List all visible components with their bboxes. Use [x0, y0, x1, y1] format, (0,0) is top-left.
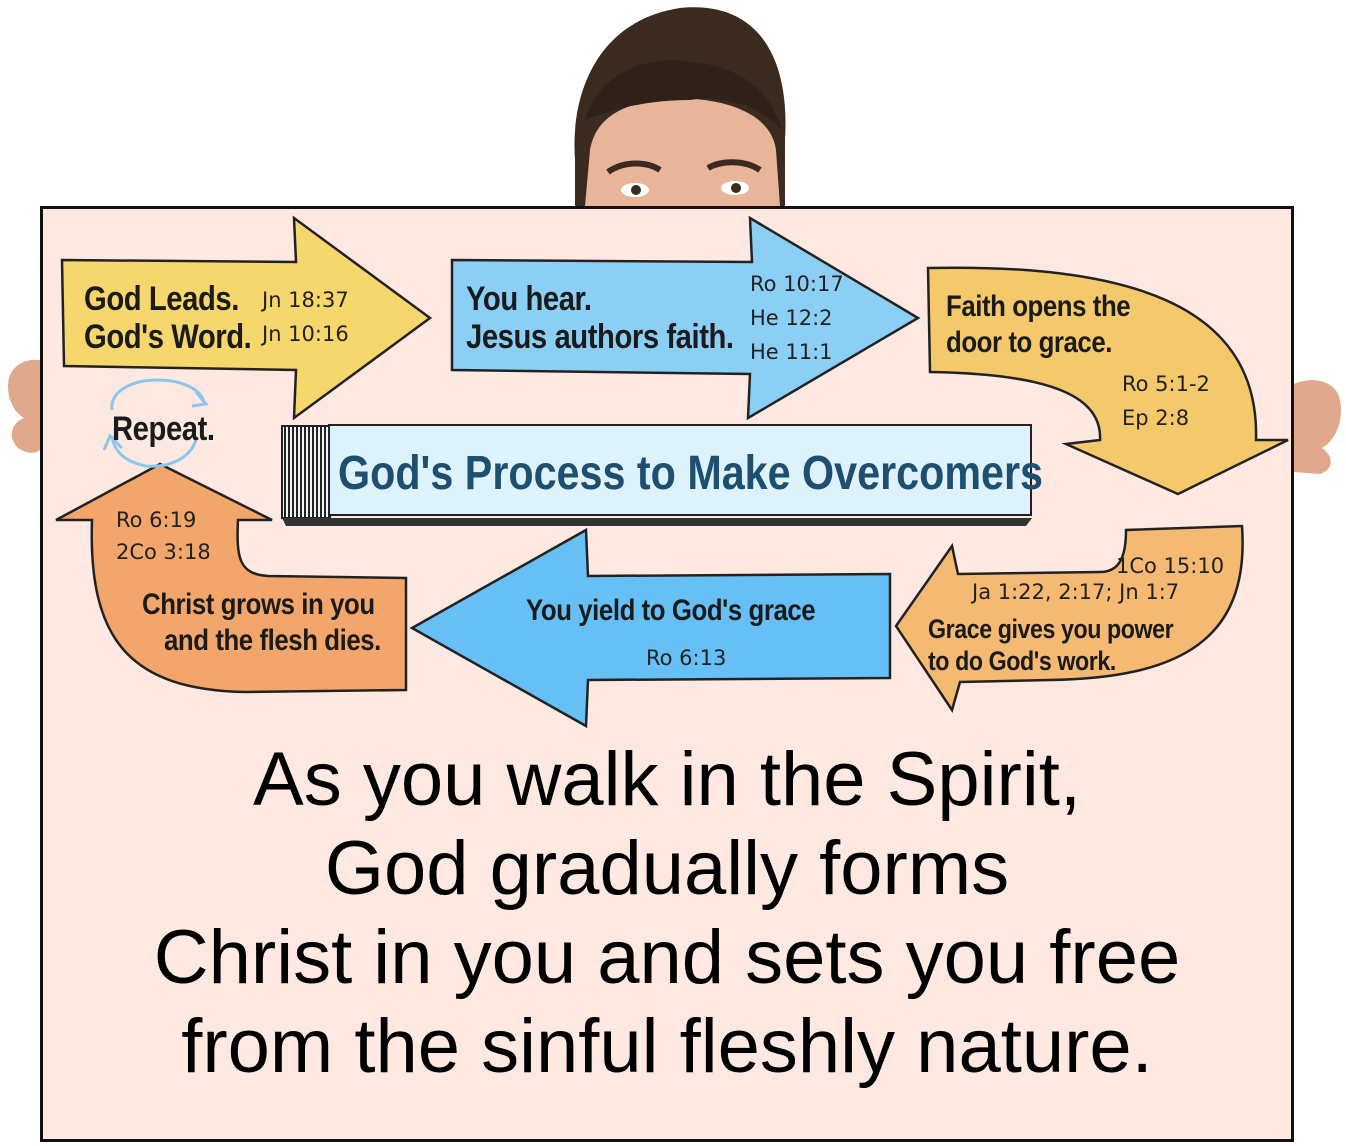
step-4-ref-2: Ja 1:22, 2:17; Jn 1:7 — [972, 580, 1180, 604]
message-line-1: As you walk in the Spirit, — [253, 737, 1081, 822]
step-1-ref-1: Jn 18:37 — [262, 288, 349, 312]
step-6-ref-1: Ro 6:19 — [116, 508, 197, 532]
step-3-line-2: door to grace. — [946, 326, 1113, 359]
step-2-ref-2: He 12:2 — [750, 306, 833, 330]
step-3-line-1: Faith opens the — [946, 290, 1131, 323]
repeat-label: Repeat. — [112, 410, 215, 448]
step-5-line-1: You yield to God's grace — [526, 594, 816, 627]
arrow-grace-power — [894, 524, 1244, 713]
step-3-ref-2: Ep 2:8 — [1122, 406, 1190, 430]
title-box — [328, 424, 1032, 516]
message-block: As you walk in the Spirit, God gradually… — [40, 735, 1294, 1091]
message-line-3: Christ in you and sets you free — [153, 915, 1181, 1000]
step-1-ref-2: Jn 10:16 — [262, 322, 349, 346]
step-6-line-2: and the flesh dies. — [164, 624, 381, 657]
message-line-2: God gradually forms — [324, 826, 1010, 911]
step-6-ref-2: 2Co 3:18 — [116, 540, 211, 564]
arrow-you-hear — [450, 215, 921, 421]
step-1-line-1: God Leads. — [84, 280, 239, 318]
arrow-faith-opens — [926, 266, 1289, 496]
step-2-line-1: You hear. — [466, 280, 592, 318]
message-line-4: from the sinful fleshly nature. — [181, 1004, 1153, 1089]
step-4-line-1: Grace gives you power — [928, 614, 1174, 644]
step-2-ref-1: Ro 10:17 — [750, 272, 844, 296]
title-box-shadow — [281, 425, 331, 519]
step-2-ref-3: He 11:1 — [750, 340, 833, 364]
arrow-christ-grows — [55, 462, 408, 694]
step-3-ref-1: Ro 5:1-2 — [1122, 372, 1210, 396]
step-2-line-2: Jesus authors faith. — [466, 318, 734, 356]
arrow-you-yield — [409, 527, 892, 729]
step-6-line-1: Christ grows in you — [142, 588, 375, 621]
step-1-line-2: God's Word. — [84, 318, 252, 356]
repeat-cycle-icon — [102, 378, 209, 468]
arrow-god-leads — [60, 215, 433, 421]
diagram-title: God's Process to Make Overcomers — [338, 447, 1044, 500]
step-4-line-2: to do God's work. — [928, 646, 1116, 676]
step-5-ref-1: Ro 6:13 — [646, 646, 727, 670]
step-4-ref-1: 1Co 15:10 — [1116, 554, 1225, 578]
